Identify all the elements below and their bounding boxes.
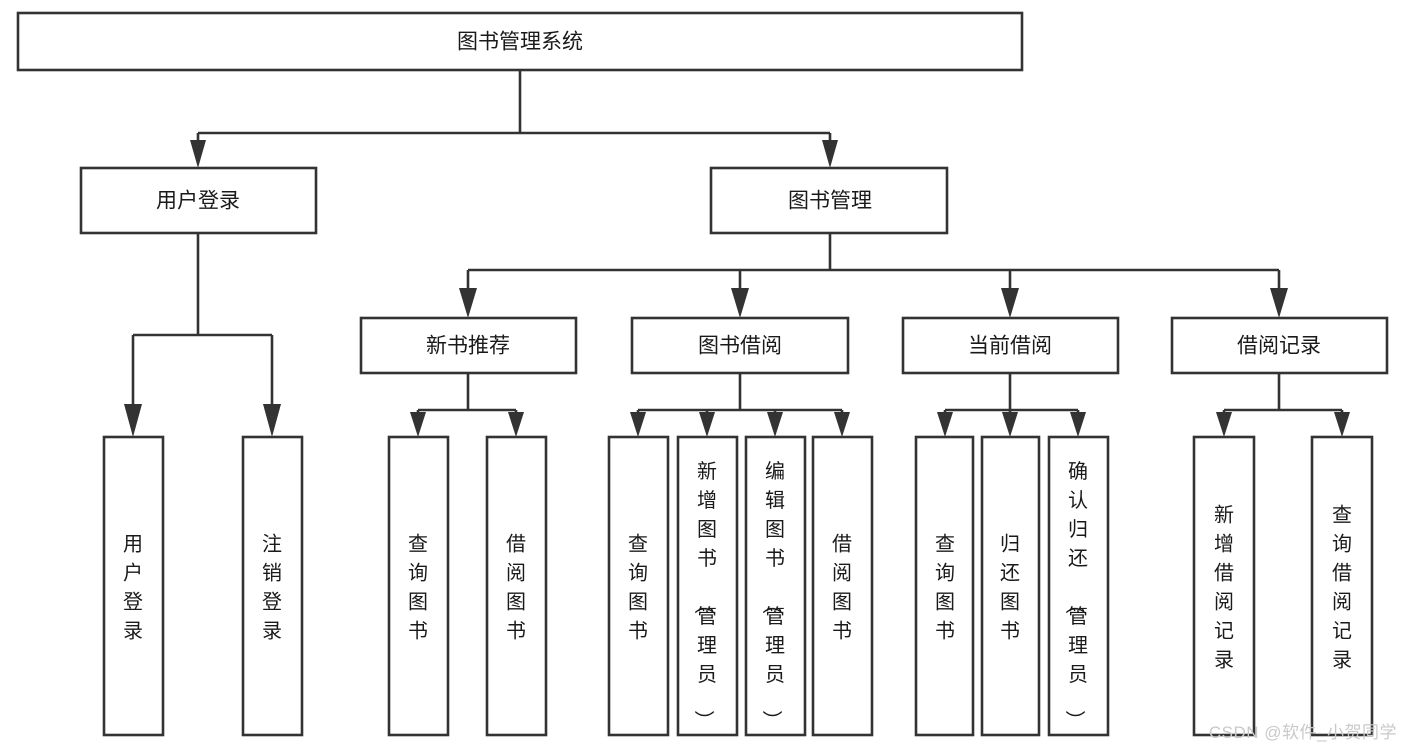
leaf-user-login-1-label: 注销登录 <box>262 533 282 643</box>
arrow-book-manage-child-1 <box>731 288 749 318</box>
leaf-user-login-0-label: 用户登录 <box>123 534 143 643</box>
node-user-login-box <box>79 166 318 235</box>
leaf-book-borrow-3-label: 借阅图书 <box>832 533 852 643</box>
leaf-borrow-record-0[interactable]: 新增借阅记录 <box>1192 435 1256 737</box>
leaf-current-borrow-1-label: 归还图书 <box>1000 533 1020 643</box>
node-book-management[interactable]: 图书管理 <box>709 166 949 235</box>
node-new-book-recommend[interactable]: 新书推荐 <box>359 316 578 375</box>
leaf-current-borrow-2-label: 确认归还（管理员） <box>1063 460 1088 730</box>
node-borrow-record[interactable]: 借阅记录 <box>1170 316 1389 375</box>
leaf-current-borrow-1[interactable]: 归还图书 <box>980 435 1041 737</box>
arrow-current-borrow-child-1 <box>1002 412 1018 437</box>
node-borrow-record-box <box>1170 316 1389 375</box>
leaf-book-borrow-0-label: 查询图书 <box>628 533 648 643</box>
node-book-management-box <box>709 166 949 235</box>
leaf-borrow-record-0-label: 新增借阅记录 <box>1214 504 1234 672</box>
leaf-current-borrow-2[interactable]: 确认归还（管理员） <box>1047 435 1110 737</box>
node-new-book-recommend-label: 新书推荐 <box>426 335 510 358</box>
arrow-borrow-record-child-1 <box>1334 412 1350 437</box>
arrow-user-login-child-1 <box>263 404 281 437</box>
arrow-book-borrow-child-3 <box>834 412 850 437</box>
node-current-borrow-label: 当前借阅 <box>968 335 1052 358</box>
node-book-borrow[interactable]: 图书借阅 <box>630 316 850 375</box>
node-current-borrow-box <box>901 316 1120 375</box>
node-root-label: 图书管理系统 <box>457 31 583 54</box>
arrow-book-manage-child-0 <box>459 288 477 318</box>
leaf-borrow-record-1-label: 查询借阅记录 <box>1332 504 1352 672</box>
leaf-current-borrow-0-label: 查询图书 <box>935 533 955 643</box>
arrow-book-borrow-child-0 <box>630 412 646 437</box>
leaf-current-borrow-2-box <box>1047 435 1110 737</box>
arrow-new-book-child-1 <box>508 412 524 437</box>
leaf-book-borrow-2[interactable]: 编辑图书（管理员） <box>744 435 807 737</box>
node-user-login-label: 用户登录 <box>156 190 240 213</box>
node-new-book-recommend-box <box>359 316 578 375</box>
leaf-user-login-0[interactable]: 用户登录 <box>102 435 165 737</box>
arrow-book-manage-child-3 <box>1270 288 1288 318</box>
leaf-book-borrow-3-box <box>811 435 874 737</box>
node-current-borrow[interactable]: 当前借阅 <box>901 316 1120 375</box>
arrow-user-login-child-0 <box>124 404 142 437</box>
arrow-to-user-login <box>190 140 206 168</box>
node-root-book-management-system[interactable]: 图书管理系统 <box>16 11 1024 72</box>
leaf-new-book-0-label: 查询图书 <box>408 533 428 643</box>
node-book-borrow-label: 图书借阅 <box>698 335 782 358</box>
leaf-current-borrow-1-box <box>980 435 1041 737</box>
leaf-book-borrow-1[interactable]: 新增图书（管理员） <box>676 435 739 737</box>
leaf-user-login-1-box <box>241 435 304 737</box>
connector-layer <box>124 70 1350 437</box>
arrow-book-borrow-child-2 <box>767 412 783 437</box>
node-borrow-record-label: 借阅记录 <box>1237 335 1321 358</box>
leaf-book-borrow-2-box <box>744 435 807 737</box>
arrow-borrow-record-child-0 <box>1216 412 1232 437</box>
leaf-borrow-record-0-box <box>1192 435 1256 737</box>
leaf-book-borrow-1-label: 新增图书（管理员） <box>692 460 717 730</box>
leaf-user-login-1[interactable]: 注销登录 <box>241 435 304 737</box>
arrow-book-borrow-child-1 <box>699 412 715 437</box>
leaf-borrow-record-1-box <box>1310 435 1374 737</box>
arrow-new-book-child-0 <box>410 412 426 437</box>
leaf-borrow-record-1[interactable]: 查询借阅记录 <box>1310 435 1374 737</box>
leaf-current-borrow-0-box <box>914 435 975 737</box>
leaf-current-borrow-0[interactable]: 查询图书 <box>914 435 975 737</box>
leaf-book-borrow-2-label: 编辑图书（管理员） <box>760 460 785 730</box>
leaf-book-borrow-1-box <box>676 435 739 737</box>
arrow-to-book-manage <box>822 140 838 168</box>
leaf-new-book-0-box <box>387 435 450 737</box>
leaf-book-borrow-3[interactable]: 借阅图书 <box>811 435 874 737</box>
leaf-new-book-1-box <box>485 435 548 737</box>
leaf-user-login-0-box <box>102 435 165 737</box>
node-book-management-label: 图书管理 <box>788 190 872 213</box>
arrow-current-borrow-child-2 <box>1070 412 1086 437</box>
leaf-new-book-1[interactable]: 借阅图书 <box>485 435 548 737</box>
node-user-login[interactable]: 用户登录 <box>79 166 318 235</box>
arrow-book-manage-child-2 <box>1001 288 1019 318</box>
leaf-new-book-1-label: 借阅图书 <box>506 533 526 643</box>
node-book-borrow-box <box>630 316 850 375</box>
leaf-book-borrow-0[interactable]: 查询图书 <box>607 435 670 737</box>
node-root-box <box>16 11 1024 72</box>
leaf-book-borrow-0-box <box>607 435 670 737</box>
arrow-current-borrow-child-0 <box>937 412 953 437</box>
leaf-new-book-0[interactable]: 查询图书 <box>387 435 450 737</box>
